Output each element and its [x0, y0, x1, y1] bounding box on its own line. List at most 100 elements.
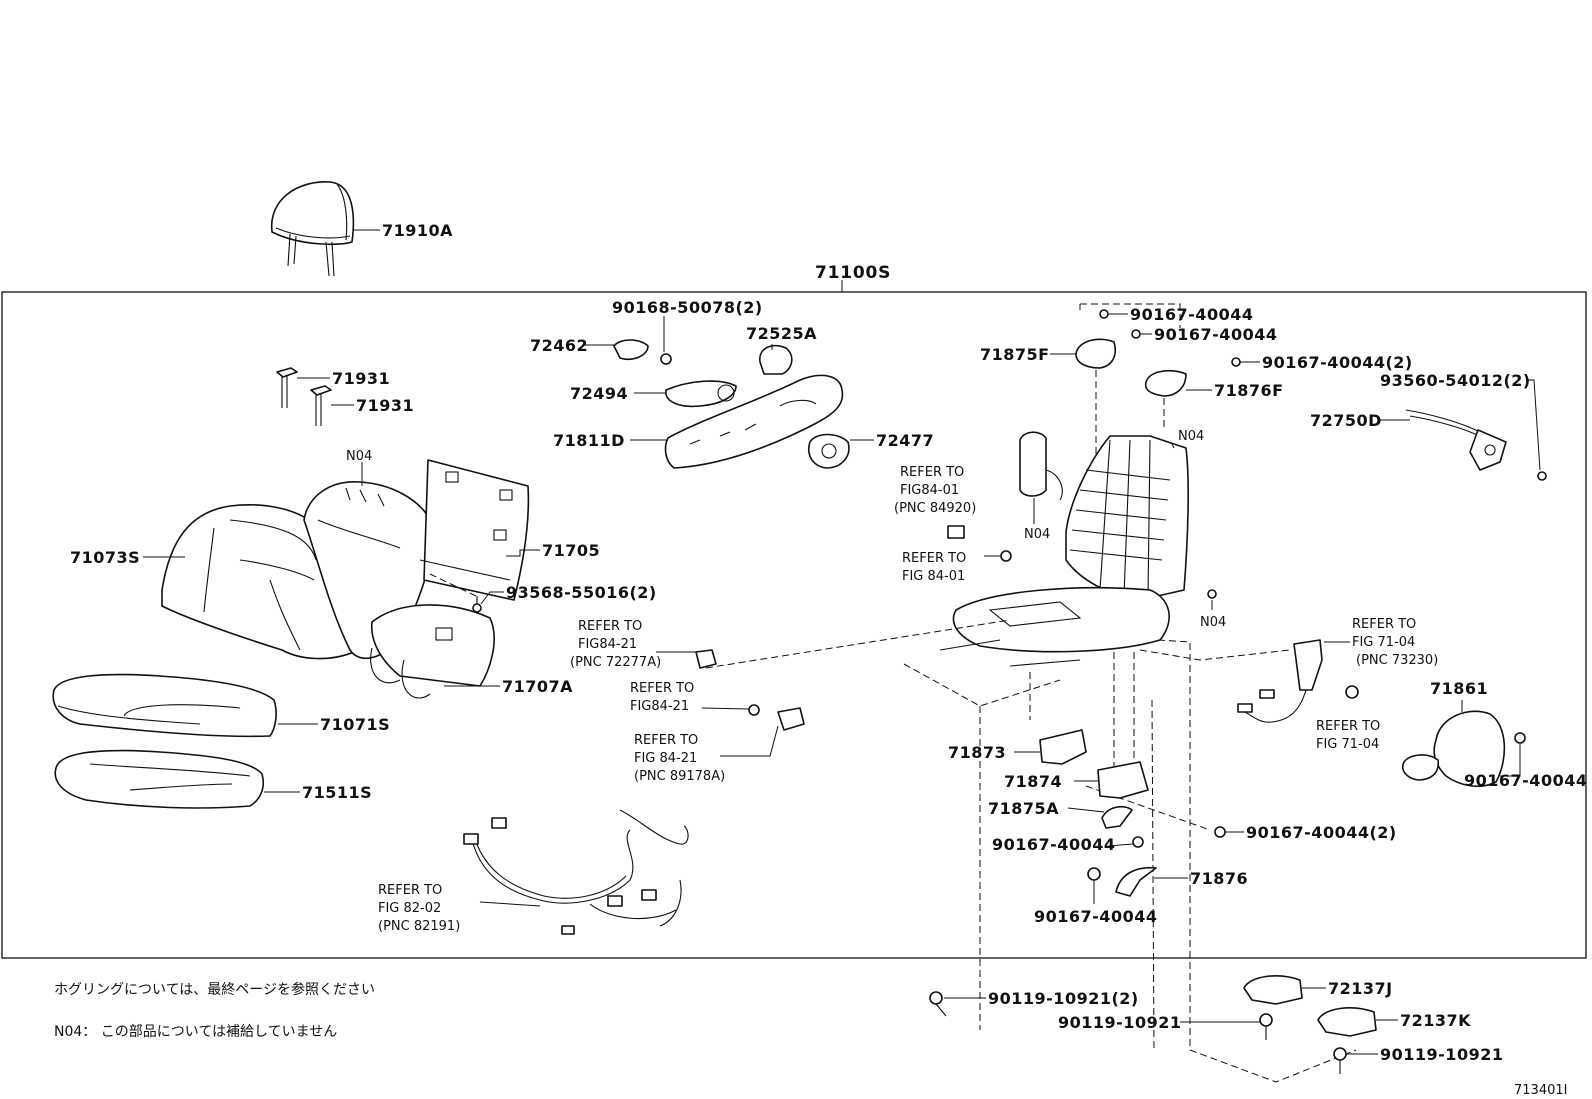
label-71707A: 71707A [502, 677, 573, 696]
cover-71875A-part [1101, 805, 1133, 829]
label-72137K: 72137K [1400, 1011, 1471, 1030]
cover-72137J-part [1243, 975, 1303, 1005]
svg-text:FIG 71-04: FIG 71-04 [1316, 737, 1379, 752]
assembly-boundary [1, 291, 1587, 959]
svg-text:FIG84-01: FIG84-01 [900, 483, 959, 498]
label-71511S: 71511S [302, 783, 372, 802]
screw-top1-part [1099, 309, 1109, 319]
refer-block-r4: REFER TO FIG84-21 [630, 681, 694, 714]
label-93568: 93568-55016(2) [506, 583, 657, 602]
dial-72477-part [808, 433, 850, 469]
screw-part [660, 353, 672, 365]
label-93560: 93560-54012(2) [1380, 371, 1531, 390]
svg-text:REFER TO: REFER TO [900, 465, 964, 480]
label-90167-mid2: 90167-40044(2) [1246, 823, 1397, 842]
cover-72137K-part [1317, 1007, 1377, 1037]
screw-90119-c-part [1333, 1047, 1347, 1061]
label-90167-mid1: 90167-40044 [992, 835, 1115, 854]
svg-text:FIG 82-02: FIG 82-02 [378, 901, 441, 916]
cover-72525A-part [759, 344, 793, 375]
bolt-part [472, 596, 482, 613]
label-71073S: 71073S [70, 548, 140, 567]
label-90167-top2: 90167-40044 [1154, 325, 1277, 344]
svg-text:(PNC 82191): (PNC 82191) [378, 919, 460, 934]
screw-right-part [1514, 732, 1526, 744]
refer-block-r6: REFER TO FIG 82-02 (PNC 82191) [378, 883, 460, 934]
label-71705: 71705 [542, 541, 600, 560]
svg-text:(PNC 89178A): (PNC 89178A) [634, 769, 725, 784]
label-n04-frame-top: N04 [1178, 429, 1204, 444]
screw-90119-a-part [929, 991, 943, 1005]
cover-71861-part [1402, 710, 1506, 788]
svg-text:REFER TO: REFER TO [578, 619, 642, 634]
svg-text:FIG84-21: FIG84-21 [630, 699, 689, 714]
refer-block-r3: REFER TO FIG84-21 (PNC 72277A) [570, 619, 661, 670]
label-n04-frame-left: N04 [1024, 527, 1050, 542]
refer-block-r5: REFER TO FIG 84-21 (PNC 89178A) [634, 733, 725, 784]
label-90119-c: 90119-10921 [1380, 1045, 1503, 1064]
screw-90119-b-part [1259, 1013, 1273, 1027]
screw-top2-part [1131, 329, 1141, 339]
svg-text:REFER TO: REFER TO [634, 733, 698, 748]
clip-r5-part [777, 707, 805, 731]
screw-mid1-part [1132, 836, 1144, 848]
label-90119-b: 90119-10921 [1058, 1013, 1181, 1032]
label-71876: 71876 [1190, 869, 1248, 888]
connector-r1-part [947, 525, 965, 539]
cover-71875F-part [1075, 338, 1116, 369]
label-71811D: 71811D [553, 431, 625, 450]
side-shield-part [664, 374, 844, 469]
label-71876F: 71876F [1214, 381, 1284, 400]
label-72477: 72477 [876, 431, 934, 450]
svg-text:(PNC 72277A): (PNC 72277A) [570, 655, 661, 670]
label-71873: 71873 [948, 743, 1006, 762]
diagram-id: 713401I [1514, 1083, 1567, 1098]
refer-block-r1: REFER TO FIG84-01 (PNC 84920) [894, 465, 976, 516]
svg-text:REFER TO: REFER TO [378, 883, 442, 898]
headrest-part [270, 181, 355, 277]
label-72462: 72462 [530, 336, 588, 355]
screw-top3-part [1231, 357, 1241, 367]
label-71861: 71861 [1430, 679, 1488, 698]
label-90167-bot: 90167-40044 [1034, 907, 1157, 926]
lever-part [665, 380, 737, 408]
label-n04-left: N04 [346, 449, 372, 464]
cover-71876F-part [1144, 369, 1187, 397]
bracket-71873-part [1039, 729, 1087, 765]
label-71931-b: 71931 [356, 396, 414, 415]
cable-72750D-part [1405, 409, 1547, 481]
svg-text:REFER TO: REFER TO [630, 681, 694, 696]
label-90119-a: 90119-10921(2) [988, 989, 1139, 1008]
clip-r3-part [695, 649, 717, 669]
seatback-board-part [419, 459, 530, 601]
label-71100S: 71100S [815, 263, 891, 283]
wire-harness-part [463, 809, 689, 935]
svg-text:(PNC 73230): (PNC 73230) [1356, 653, 1438, 668]
label-71931-a: 71931 [332, 369, 390, 388]
svg-text:FIG84-21: FIG84-21 [578, 637, 637, 652]
label-90167-top3: 90167-40044(2) [1262, 353, 1413, 372]
label-71875F: 71875F [980, 345, 1050, 364]
label-n04-frame-right: N04 [1200, 615, 1226, 630]
label-71874: 71874 [1004, 772, 1062, 791]
seat-cushion-cover-part [52, 673, 277, 738]
label-72750D: 72750D [1310, 411, 1382, 430]
label-71875A: 71875A [988, 799, 1059, 818]
screw-mid2-part [1214, 826, 1226, 838]
label-90168: 90168-50078(2) [612, 298, 763, 317]
bracket-71874-part [1097, 761, 1149, 799]
svg-text:REFER TO: REFER TO [1316, 719, 1380, 734]
seatback-springs-part [370, 604, 495, 699]
note-n04: N04： この部品については補給していません [54, 1024, 337, 1040]
svg-text:REFER TO: REFER TO [902, 551, 966, 566]
seat-frame-part [939, 431, 1189, 667]
headrest-support-part [276, 367, 332, 426]
svg-text:FIG 84-21: FIG 84-21 [634, 751, 697, 766]
refer-block-r7: REFER TO FIG 71-04 (PNC 73230) [1352, 617, 1438, 668]
buckle-part [1237, 639, 1359, 723]
label-72494: 72494 [570, 384, 628, 403]
svg-text:FIG 84-01: FIG 84-01 [902, 569, 965, 584]
label-71910A: 71910A [382, 221, 453, 240]
